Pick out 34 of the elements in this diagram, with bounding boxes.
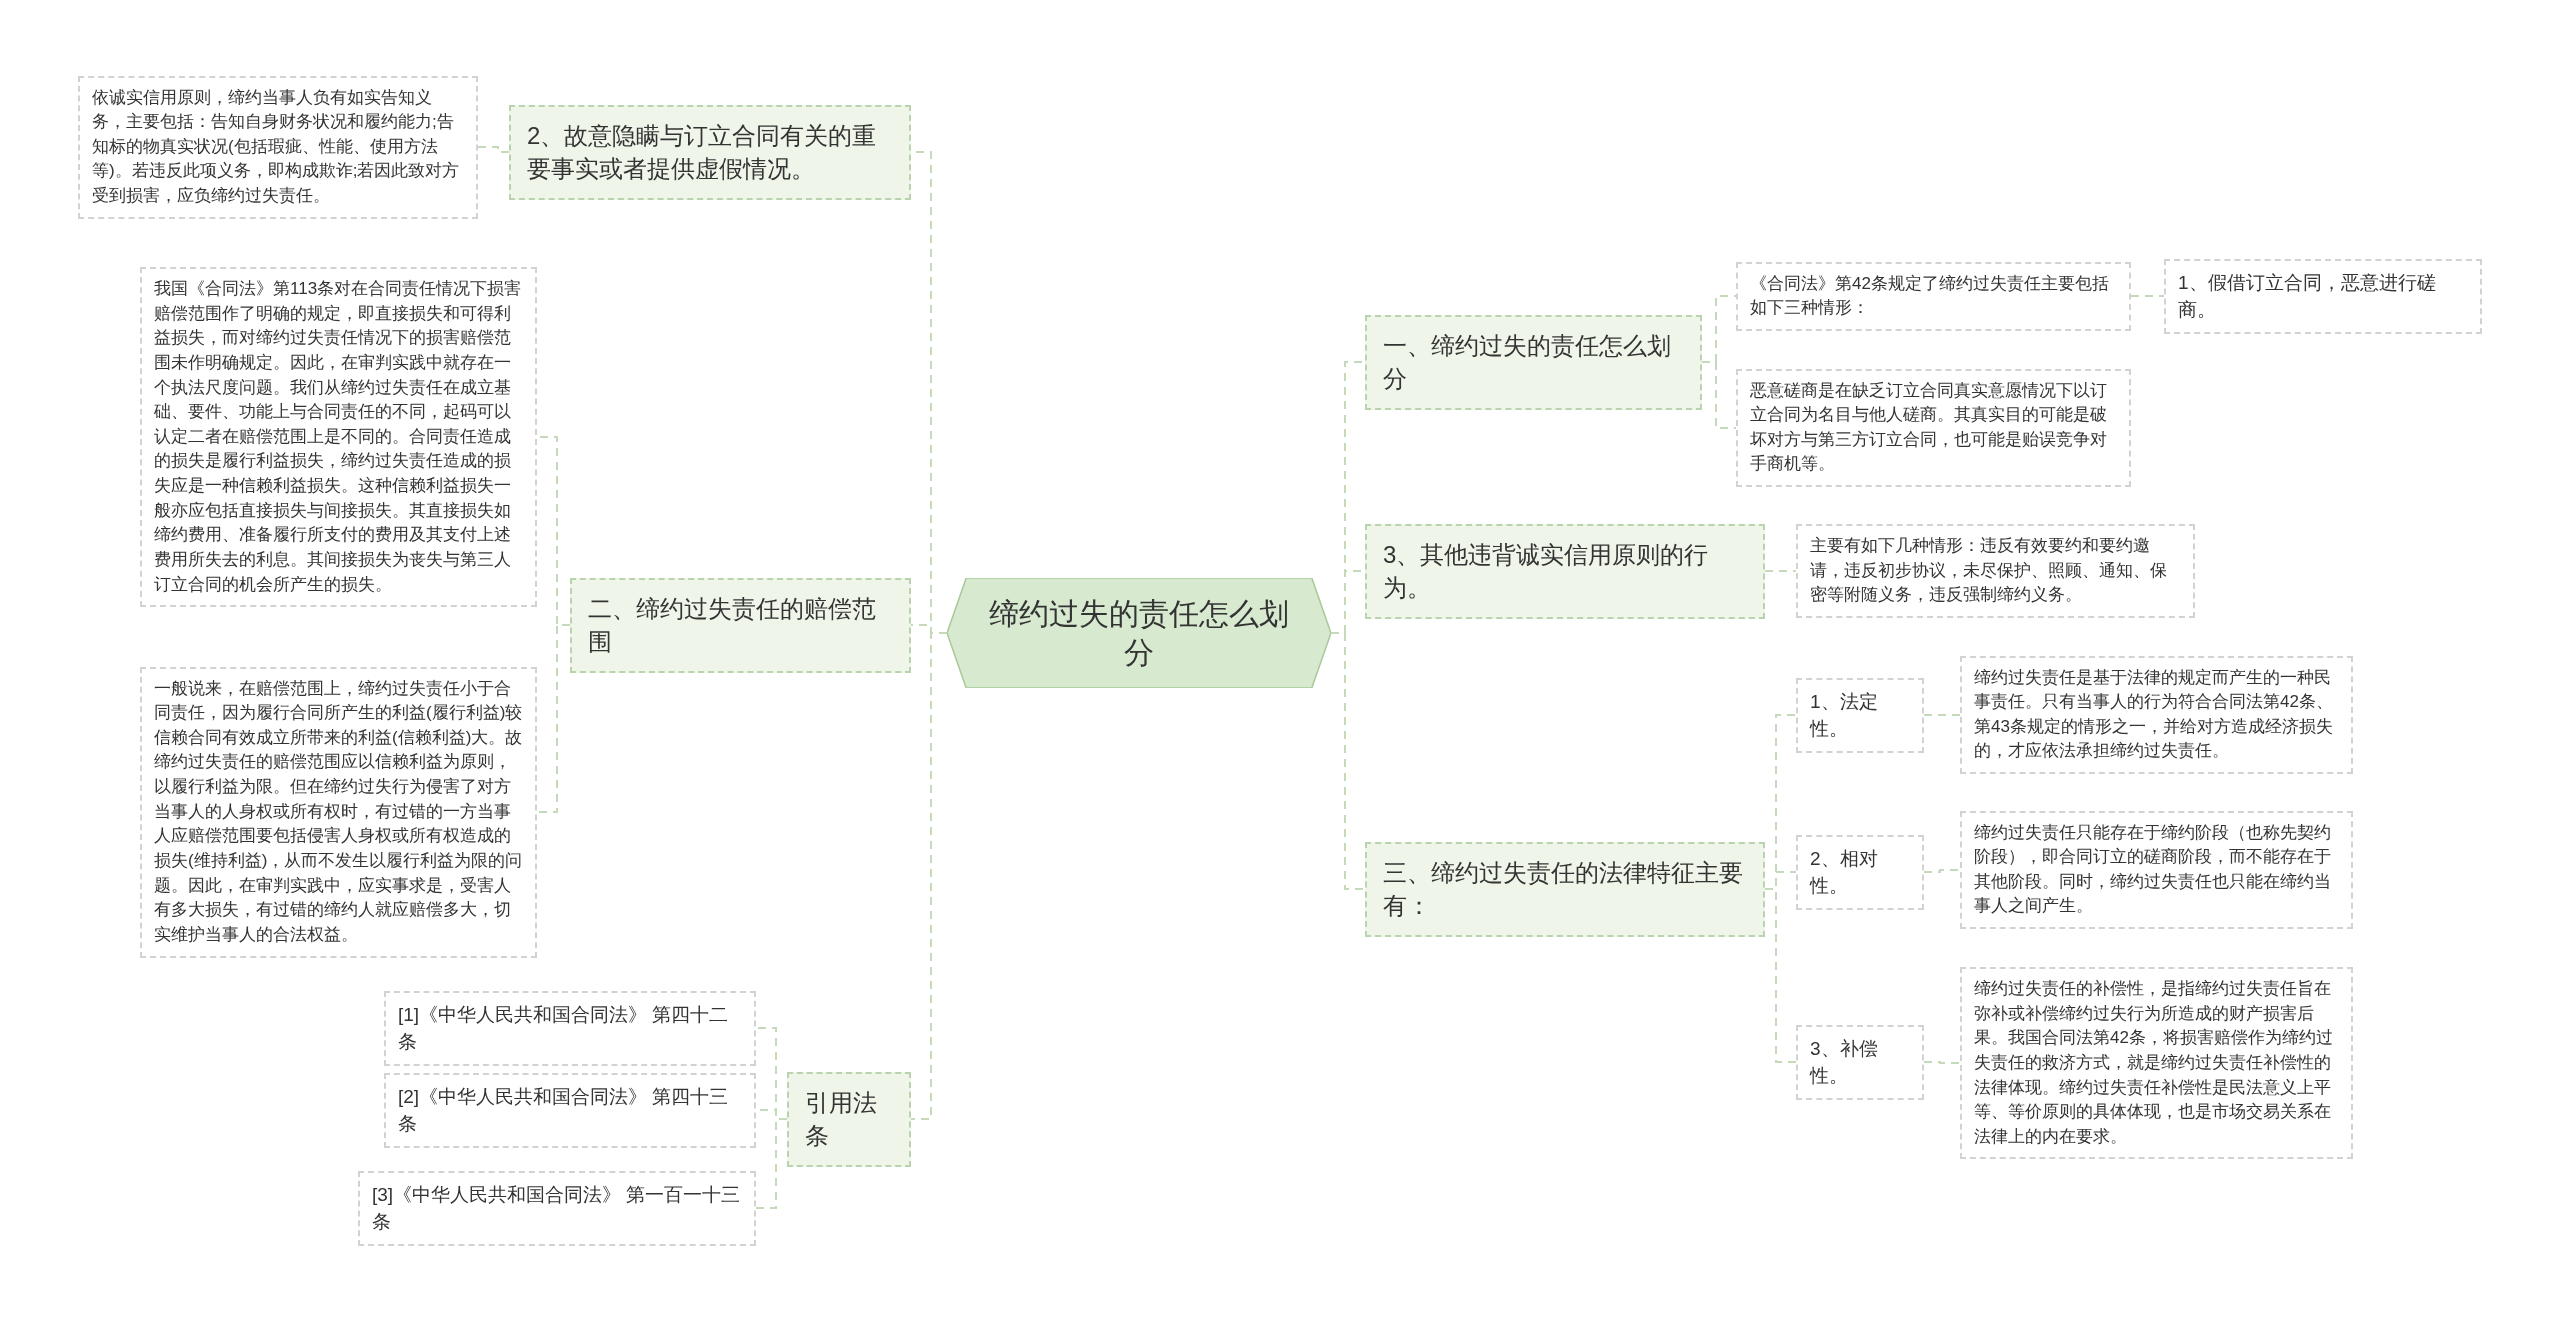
note-box: 依诚实信用原则，缔约当事人负有如实告知义务，主要包括：告知自身财务状况和履约能力;告知标的物真实状况(包括瑕疵、性能、使用方法等)。若违反此项义务，即构成欺诈;若因此致对方受到损害，应负缔约过失责任。 [78, 75, 478, 219]
topic-box: 二、缔约过失责任的赔偿范围 [570, 577, 911, 673]
connector-line [1764, 570, 1797, 572]
subtopic-box: 2、相对性。 [1796, 834, 1924, 910]
connector-line [1764, 888, 1797, 1063]
connector-line [2130, 295, 2165, 297]
note-box: 我国《合同法》第113条对在合同责任情况下损害赔偿范围作了明确的规定，即直接损失和可得利益损失，而对缔约过失责任情况下的损害赔偿范围未作明确规定。因此，在审判实践中就存在一个执法尺度问题。我们从缔约过失责任在成立基础、要件、功能上与合同责任的不同，起码可以认定二者在赔偿范围上是不同的。合同责任造成的损失是履行利益损失，缔约过失责任造成的损失应是一种信赖利益损失。这种信赖利益损失一般亦应包括直接损失与间接损失。其直接损失如缔约费用、准备履行所支付的费用及其支付上述费用所失去的利息。其间接损失为丧失与第三人订立合同的机会所产生的损失。 [140, 267, 537, 608]
connector-line [1330, 632, 1366, 890]
connector-line [477, 146, 510, 153]
connector-line [536, 624, 571, 813]
note-box: 缔约过失责任是基于法律的规定而产生的一种民事责任。只有当事人的行为符合合同法第42条、第43条规定的情形之一，并给对方造成经济损失的，才应依法承担缔约过失责任。 [1960, 655, 2353, 775]
topic-box: 3、其他违背诚实信用原则的行为。 [1365, 523, 1765, 619]
topic-box: 一、缔约过失的责任怎么划分 [1365, 314, 1702, 410]
connector-line [1923, 869, 1961, 873]
connector-line [1701, 361, 1737, 429]
subtopic-box: [3]《中华人民共和国合同法》 第一百一十三条 [358, 1170, 756, 1246]
note-box: 《合同法》第42条规定了缔约过失责任主要包括如下三种情形： [1736, 261, 2131, 331]
subtopic-box: [2]《中华人民共和国合同法》 第四十三条 [384, 1072, 756, 1148]
subtopic-box: 1、假借订立合同，恶意进行磋商。 [2164, 258, 2482, 334]
note-box: 缔约过失责任的补偿性，是指缔约过失责任旨在弥补或补偿缔约过失行为所造成的财产损害后果。我国合同法第42条，将损害赔偿作为缔约过失责任的救济方式，就是缔约过失责任补偿性的法律体现。缔约过失责任补偿性是民法意义上平等、等价原则的具体体现，也是市场交易关系在法律上的内在要求。 [1960, 967, 2353, 1160]
subtopic-box: 1、法定性。 [1796, 677, 1924, 753]
connector-line [755, 1118, 788, 1209]
topic-box: 2、故意隐瞒与订立合同有关的重要事实或者提供虚假情况。 [509, 104, 911, 200]
note-box: 一般说来，在赔偿范围上，缔约过失责任小于合同责任，因为履行合同所产生的利益(履行利益)较信赖合同有效成立所带来的利益(信赖利益)大。故缔约过失责任的赔偿范围应以信赖利益为原则，以履行利益为限。但在缔约过失行为侵害了对方当事人的人身权或所有权时，有过错的一方当事人应赔偿范围要包括侵害人身权或所有权造成的损失(维持利益)，从而不发生以履行利益为限的问题。因此，在审判实践中，应实事求是，受害人有多大损失，有过错的缔约人就应赔偿多大，切实维护当事人的合法权益。 [140, 666, 537, 958]
connector-line [1923, 1061, 1961, 1064]
note-box: 主要有如下几种情形：违反有效要约和要约邀请，违反初步协议，未尽保护、照顾、通知、保密等附随义务，违反强制缔约义务。 [1796, 524, 2195, 618]
topic-box: 三、缔约过失责任的法律特征主要有： [1365, 841, 1765, 937]
subtopic-box: 3、补偿性。 [1796, 1024, 1924, 1100]
note-box: 恶意磋商是在缺乏订立合同真实意愿情况下以订立合同为名目与他人磋商。其真实目的可能是破坏对方与第三方订立合同，也可能是贻误竞争对手商机等。 [1736, 368, 2131, 488]
topic-box: 引用法条 [787, 1071, 911, 1167]
central-topic: 缔约过失的责任怎么划分 [947, 578, 1331, 688]
subtopic-box: [1]《中华人民共和国合同法》 第四十二条 [384, 990, 756, 1066]
note-box: 缔约过失责任只能存在于缔约阶段（也称先契约阶段），即合同订立的磋商阶段，而不能存在于其他阶段。同时，缔约过失责任也只能在缔约当事人之间产生。 [1960, 810, 2353, 930]
connector-line [1923, 714, 1961, 716]
